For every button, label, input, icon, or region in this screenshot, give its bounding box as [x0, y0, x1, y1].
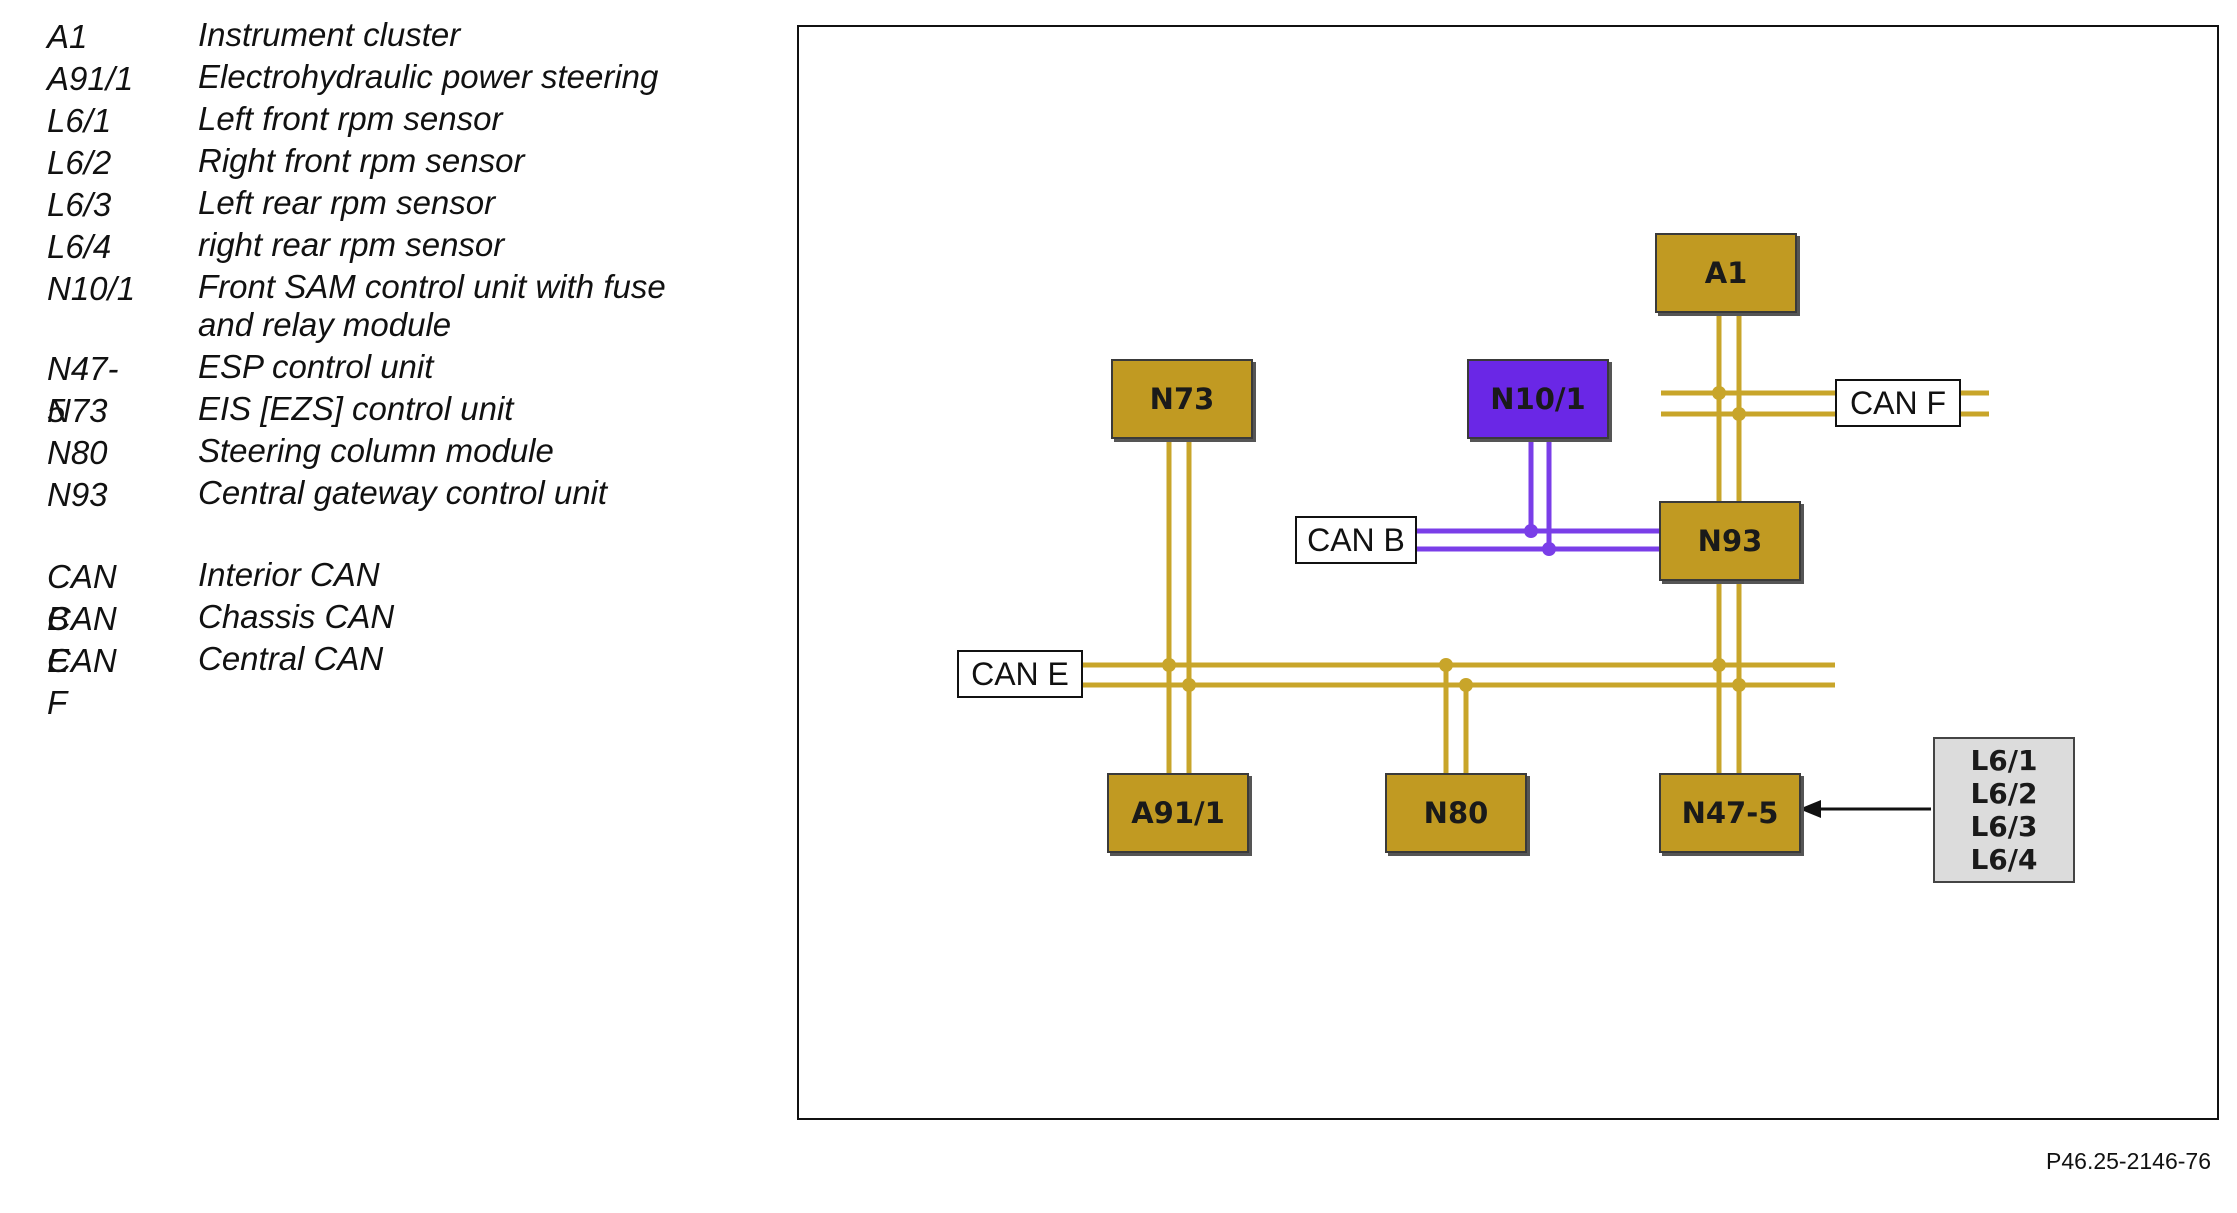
rpm-sensors-box: L6/1 L6/2 L6/3 L6/4	[1933, 737, 2075, 883]
legend-code: L6/4	[47, 228, 112, 265]
bus-label-can-f: CAN F	[1835, 379, 1961, 427]
legend-code: N93	[47, 476, 108, 513]
legend-desc: Chassis CAN	[198, 598, 395, 635]
node-label: A1	[1704, 256, 1748, 290]
legend-desc: Right front rpm sensor	[198, 142, 525, 179]
node-label: N47-5	[1681, 796, 1779, 830]
junction-dot	[1712, 658, 1726, 672]
legend-desc: Interior CAN	[198, 556, 380, 593]
node-n93: N93	[1659, 501, 1801, 581]
legend-desc: Central CAN	[198, 640, 384, 677]
junction-dot	[1459, 678, 1473, 692]
legend-code: L6/3	[47, 186, 112, 223]
bus-wiring	[957, 309, 1989, 818]
junction-dot	[1712, 386, 1726, 400]
legend-desc: Electrohydraulic power steering	[198, 58, 659, 95]
node-n47-5: N47-5	[1659, 773, 1801, 853]
figure-code: P46.25-2146-76	[2046, 1148, 2211, 1174]
legend-desc: Instrument cluster	[198, 16, 461, 53]
node-a91-1: A91/1	[1107, 773, 1249, 853]
legend-code: L6/1	[47, 102, 112, 139]
node-label: N73	[1149, 382, 1215, 416]
legend-desc: ESP control unit	[198, 348, 434, 385]
node-n10-1: N10/1	[1467, 359, 1609, 439]
junction-dot	[1439, 658, 1453, 672]
legend-desc: Front SAM control unit with fuse and rel…	[198, 268, 666, 343]
legend-code: CAN E	[47, 600, 117, 679]
legend-code: N47-5	[47, 350, 119, 429]
network-diagram: A1 N73 N10/1 N93 A91/1 N80 N47-5 CAN F C…	[797, 25, 2219, 1120]
legend-code: N80	[47, 434, 108, 471]
junction-dot	[1524, 524, 1538, 538]
sensor-label: L6/3	[1970, 810, 2038, 843]
legend-code: CAN F	[47, 642, 117, 721]
node-a1: A1	[1655, 233, 1797, 313]
sensor-label: L6/2	[1970, 777, 2038, 810]
legend-code: N73	[47, 392, 108, 429]
junction-dot	[1732, 678, 1746, 692]
legend-desc: Left front rpm sensor	[198, 100, 503, 137]
legend-code: L6/2	[47, 144, 112, 181]
legend-desc: Left rear rpm sensor	[198, 184, 496, 221]
node-n80: N80	[1385, 773, 1527, 853]
junction-dot	[1732, 407, 1746, 421]
bus-label-text: CAN F	[1850, 384, 1946, 421]
node-label: N10/1	[1490, 382, 1586, 416]
node-label: A91/1	[1131, 796, 1225, 830]
legend-desc: EIS [EZS] control unit	[198, 390, 514, 427]
legend-desc: Central gateway control unit	[198, 474, 608, 511]
legend-code: A1	[47, 18, 88, 55]
bus-label-can-e: CAN E	[957, 650, 1083, 698]
legend-code: CAN B	[47, 558, 117, 637]
node-n73: N73	[1111, 359, 1253, 439]
bus-label-text: CAN B	[1307, 521, 1405, 558]
legend-code: A91/1	[47, 60, 134, 97]
junction-dot	[1542, 542, 1556, 556]
junction-dot	[1182, 678, 1196, 692]
junction-dot	[1162, 658, 1176, 672]
bus-label-can-b: CAN B	[1295, 516, 1417, 564]
node-label: N93	[1697, 524, 1763, 558]
node-label: N80	[1423, 796, 1489, 830]
legend-desc: Steering column module	[198, 432, 554, 469]
sensor-arrow-head	[1799, 800, 1821, 818]
sensor-label: L6/1	[1970, 744, 2038, 777]
legend-code: N10/1	[47, 270, 136, 307]
legend-desc: right rear rpm sensor	[198, 226, 505, 263]
sensor-label: L6/4	[1970, 843, 2038, 876]
bus-label-text: CAN E	[971, 655, 1069, 692]
